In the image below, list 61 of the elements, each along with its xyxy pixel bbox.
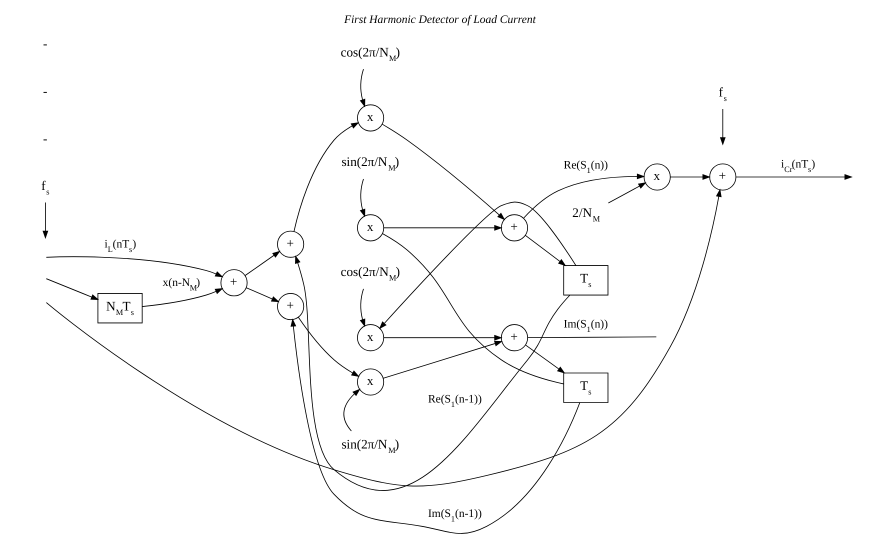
- node-circle: +: [500, 214, 528, 242]
- arrow: [736, 174, 853, 180]
- arrow: [379, 202, 576, 330]
- arrow: [46, 188, 722, 486]
- node-circle: x: [357, 104, 384, 132]
- arrow: [42, 202, 48, 239]
- node-text: f$_{s}$: [718, 84, 727, 103]
- node-text: sin(2π/N$_{M}$): [341, 436, 400, 455]
- label: -: [42, 36, 48, 52]
- node-circle: +: [277, 230, 304, 258]
- arrow: [295, 255, 570, 491]
- arrow: [298, 316, 360, 377]
- connector: [527, 336, 657, 338]
- node-box: T$_{s}$: [563, 372, 608, 403]
- node-circle: +: [277, 293, 304, 320]
- label: -: [42, 131, 48, 146]
- arrow: [383, 334, 502, 341]
- arrow: [523, 174, 646, 218]
- node-circle: x: [644, 163, 671, 190]
- edge-label: i$_{Cr}$(nT$_{s}$): [781, 158, 816, 174]
- arrow: [46, 278, 100, 300]
- node-box: T$_{s}$: [563, 265, 608, 296]
- arrow: [294, 122, 360, 232]
- arrow: [383, 224, 502, 231]
- edge-label: Re(S$_{1}$(n-1)): [428, 393, 482, 409]
- arrow: [246, 287, 280, 302]
- node-text: cos(2π/N$_{M}$): [340, 264, 400, 283]
- node-text: f$_{s}$: [41, 178, 50, 196]
- arrow: [46, 256, 224, 278]
- node-circle: x: [357, 368, 384, 396]
- arrow: [290, 318, 580, 534]
- edge-label: Im(S$_{1}$(n-1)): [428, 508, 482, 524]
- node-text: cos(2π/N$_{M}$): [340, 44, 400, 63]
- diagram-title: First Harmonic Detector of Load Current: [344, 14, 536, 26]
- edge-label: Re(S$_{1}$(n)): [564, 160, 608, 176]
- arrow: [524, 234, 566, 266]
- node-circle: +: [709, 163, 736, 190]
- edge-label: i$_{L}$(nT$_{s}$): [104, 238, 136, 254]
- arrow: [670, 174, 711, 180]
- arrow: [720, 108, 726, 146]
- arrow: [360, 288, 366, 328]
- label: -: [42, 84, 48, 99]
- node-circle: +: [220, 269, 248, 296]
- arrow: [382, 124, 506, 220]
- node-circle: x: [357, 214, 384, 242]
- node-circle: +: [500, 324, 528, 352]
- node-text: 2/N$_{M}$: [572, 205, 600, 224]
- arrow: [525, 344, 566, 374]
- arrow: [360, 178, 366, 218]
- connector: [382, 233, 564, 384]
- node-text: sin(2π/N$_{M}$): [341, 154, 400, 173]
- arrow: [343, 388, 360, 432]
- arrow: [142, 288, 224, 307]
- arrow: [360, 68, 366, 108]
- node-box: N$_{M}$T$_{s}$: [98, 293, 143, 324]
- edge-label: x(n-N$_{M}$): [162, 276, 200, 292]
- arrow: [608, 182, 647, 204]
- arrow: [382, 340, 503, 379]
- edge-label: Im(S$_{1}$(n)): [564, 318, 608, 334]
- arrow: [244, 250, 281, 276]
- node-circle: x: [357, 324, 384, 352]
